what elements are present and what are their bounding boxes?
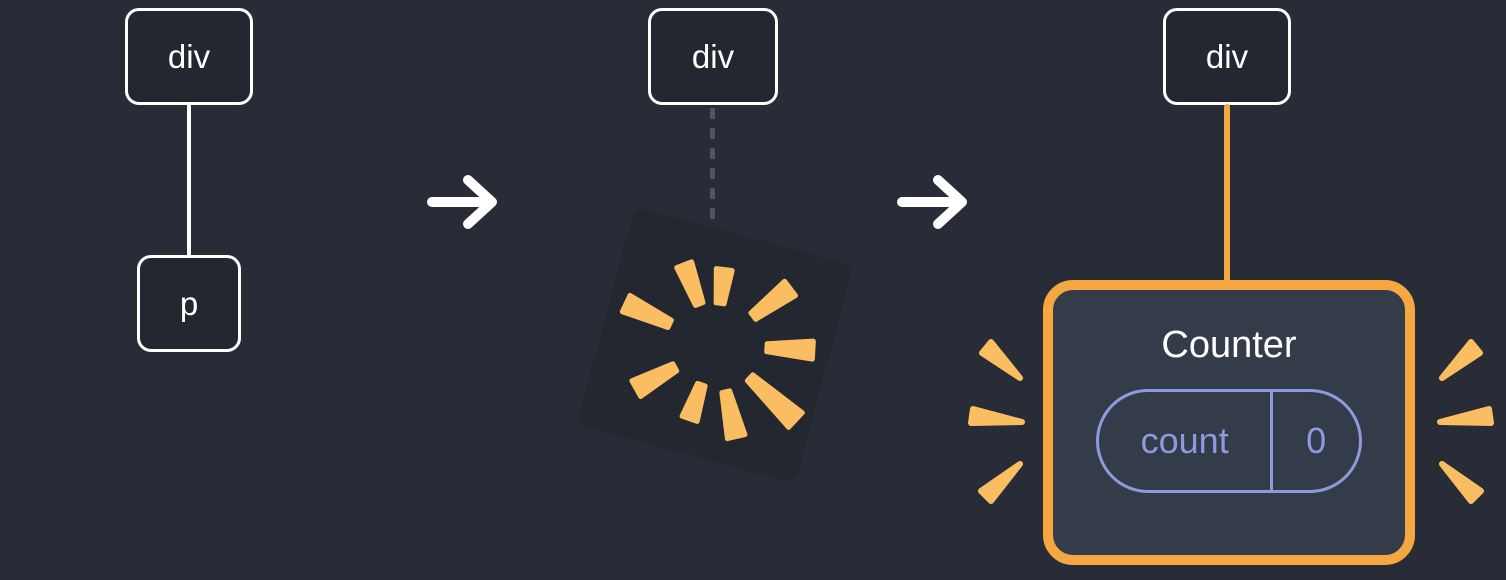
node-label: div: [167, 37, 211, 75]
node-label: p: [179, 284, 199, 322]
state-pill: count 0: [1096, 389, 1362, 493]
emphasis-sparks-right-icon: [1437, 339, 1494, 504]
removed-edge-dashed: [710, 108, 715, 220]
dom-node-div-after: div: [1163, 8, 1291, 105]
arrow-right-icon: [897, 175, 967, 229]
component-title: Counter: [1161, 324, 1297, 366]
state-key: count: [1140, 420, 1229, 461]
component-counter: Counter count 0: [1043, 280, 1415, 565]
burst-explosion-icon: [619, 259, 816, 442]
dom-node-div-during: div: [648, 8, 778, 105]
node-label: div: [1205, 37, 1249, 75]
arrow-right-icon: [427, 175, 497, 229]
component-edge: [1224, 104, 1230, 284]
dom-node-p: p: [137, 255, 241, 352]
state-value: 0: [1270, 392, 1359, 490]
dom-node-div-before: div: [125, 8, 253, 105]
destroyed-node: [576, 206, 854, 484]
parent-child-edge: [187, 104, 191, 257]
emphasis-sparks-left-icon: [968, 339, 1025, 504]
node-label: div: [691, 37, 735, 75]
